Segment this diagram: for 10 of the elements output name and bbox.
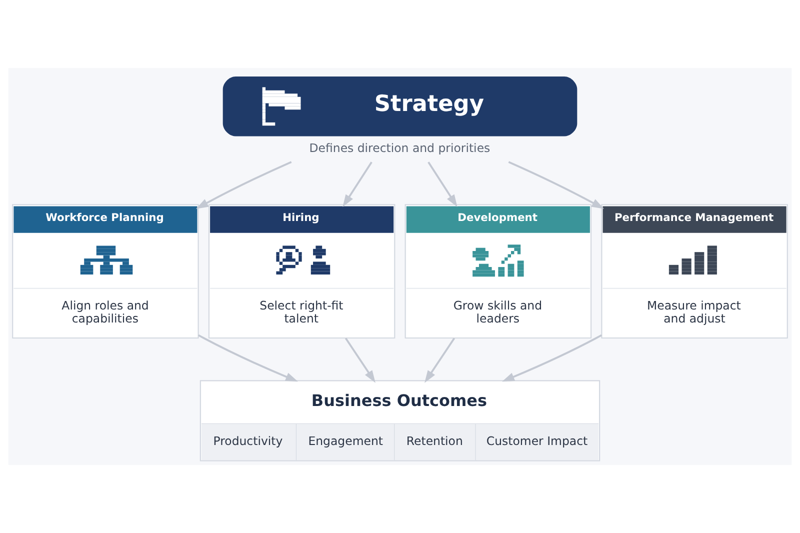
arrow — [342, 162, 372, 207]
arrow — [344, 338, 376, 383]
arrow — [428, 162, 458, 207]
node-box: Strategy — [222, 76, 578, 136]
arrow — [508, 161, 604, 209]
arrow — [196, 161, 292, 209]
arrow — [424, 338, 456, 383]
arrow — [198, 334, 298, 382]
arrow — [502, 334, 602, 382]
node-label: Defines direction and priorities — [309, 141, 490, 156]
